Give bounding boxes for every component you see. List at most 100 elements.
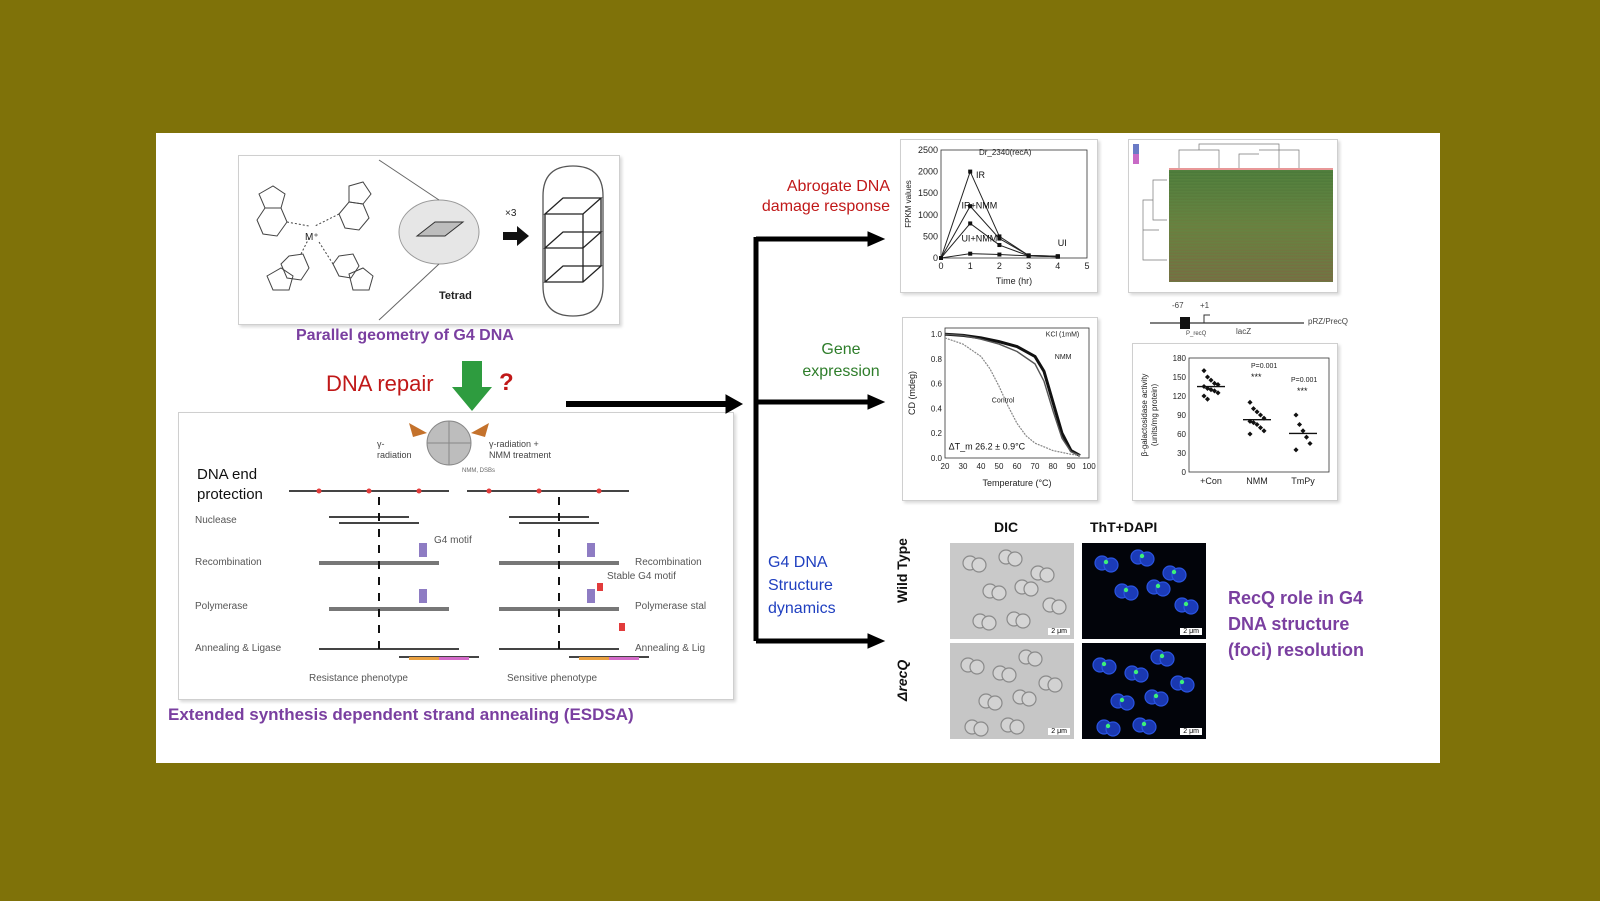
dic-wt-image: 2 μm [950, 543, 1074, 639]
g4-focus [1183, 601, 1189, 607]
legend-control: Control [992, 397, 1015, 404]
y-tick-label: 120 [1173, 392, 1187, 401]
radiation-right-label: γ-radiation + NMM treatment [489, 439, 552, 460]
g4-structure-box: M⁺ ≡ Tetrad ×3 [238, 155, 620, 325]
y-tick-label: 90 [1177, 411, 1186, 420]
g4-focus [1159, 653, 1165, 659]
chart-title: Dr_2340(recA) [979, 148, 1032, 157]
data-point [1293, 447, 1299, 453]
annotation-ui: UI [1058, 238, 1067, 248]
data-point [1208, 377, 1214, 383]
g4-focus [1171, 569, 1177, 575]
data-point [1204, 374, 1211, 380]
melting-curve-0 [944, 332, 1081, 457]
cell [969, 659, 985, 675]
row-recq-label: ΔrecQ [894, 659, 910, 701]
data-point [939, 256, 943, 260]
cell [1015, 613, 1031, 629]
data-point [1247, 399, 1253, 405]
x-tick-label: 50 [995, 462, 1004, 471]
cell [973, 721, 989, 737]
y-axis-label: FPKM values [904, 180, 913, 228]
zoom-line-bottom [378, 263, 440, 321]
x-tick-label: 80 [1049, 462, 1058, 471]
esdsa-diagram [289, 420, 649, 660]
plot-frame [940, 149, 1088, 259]
significance-stars: *** [1251, 372, 1262, 382]
recq-role-text: RecQ role in G4 DNA structure (foci) res… [1228, 588, 1364, 660]
g4-focus [1119, 697, 1125, 703]
x-tick-label: 1 [968, 261, 973, 271]
y-tick-label: 0.8 [931, 355, 943, 364]
step-recombination-right: Recombination [635, 557, 702, 568]
x-tick-label: +Con [1200, 476, 1222, 486]
y-tick-label: 1000 [918, 210, 938, 220]
melting-curve-2 [944, 337, 1081, 457]
data-point [1204, 396, 1211, 402]
phenotype-right: Sensitive phenotype [507, 673, 598, 684]
step-annealing-right: Annealing & Lig [635, 643, 706, 654]
x-axis-label: Time (hr) [996, 276, 1032, 286]
x-tick-label: 70 [1031, 462, 1040, 471]
significance-stars: *** [1297, 386, 1308, 396]
plasmid-left: -67 [1172, 301, 1184, 310]
question-mark: ? [499, 369, 514, 396]
y-axis-label: β-galactosidase activity [1140, 374, 1149, 457]
data-point [1261, 428, 1267, 434]
data-point [1201, 393, 1207, 399]
g4-motif-marks [419, 543, 595, 603]
tetrad-label: Tetrad [439, 290, 472, 302]
phenotype-left: Resistance phenotype [309, 673, 408, 684]
tht-wt-image: 2 μm [1082, 543, 1206, 639]
g4-focus [1139, 553, 1145, 559]
y-tick-label: 150 [1173, 373, 1187, 382]
plot-frame [1188, 357, 1330, 473]
step-polymerase-left: Polymerase [195, 601, 248, 612]
y-tick-label: 0.2 [931, 429, 943, 438]
data-point [997, 252, 1002, 257]
data-point [1307, 440, 1313, 447]
data-point [1300, 428, 1306, 434]
x-tick-label: 0 [938, 261, 943, 271]
g4-focus [1179, 679, 1185, 685]
y-tick-label: 180 [1173, 354, 1187, 363]
p-value: P=0.001 [1291, 377, 1317, 384]
plasmid-promoter: P_recQ [1186, 331, 1207, 337]
cell [1001, 667, 1017, 683]
data-point [997, 236, 1002, 241]
zoom-line-top [378, 159, 440, 201]
figure-panel: M⁺ ≡ Tetrad ×3 Parallel geometry of G4 D… [156, 133, 1440, 763]
y-tick-label: 30 [1177, 449, 1186, 458]
plasmid-name: pRZ/PrecQ [1308, 317, 1349, 326]
legend-nmm: NMM [1055, 354, 1072, 361]
y-tick-label: 0 [933, 253, 938, 263]
data-point [1055, 254, 1060, 259]
data-point [1247, 431, 1253, 437]
data-point [968, 251, 973, 256]
step-annealing-left: Annealing & Ligase [195, 643, 282, 654]
g4-focus [1105, 723, 1111, 729]
cell [1027, 651, 1043, 667]
data-point [1250, 406, 1257, 412]
data-point [1257, 425, 1264, 431]
p-value: P=0.001 [1251, 363, 1277, 370]
g4-focus [1141, 721, 1147, 727]
plasmid-right: +1 [1200, 301, 1210, 310]
g4-focus [1123, 587, 1129, 593]
x-tick-label: 30 [959, 462, 968, 471]
data-point [968, 204, 973, 209]
promoter-box [1180, 317, 1190, 329]
cell [1047, 677, 1063, 693]
data-point [1254, 409, 1260, 415]
col-tht-label: ThT+DAPI [1090, 519, 1158, 535]
stable-g4-label: Stable G4 motif [607, 571, 676, 582]
damage-marks [316, 488, 625, 631]
data-point [997, 234, 1002, 239]
dna-strand-group [289, 490, 649, 658]
abrogate-label: Abrogate DNA damage response [761, 178, 890, 215]
delta-tm-label: ΔT_m 26.2 ± 0.9°C [949, 441, 1026, 451]
y-tick-label: 2000 [918, 167, 938, 177]
metal-ion-label: M⁺ [305, 232, 319, 243]
